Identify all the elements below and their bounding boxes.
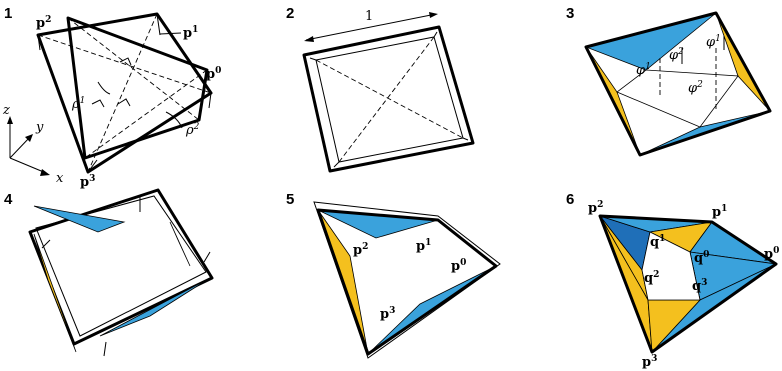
y-axis xyxy=(9,136,31,159)
right-angle-mark xyxy=(117,98,131,107)
label-phi2-b: φ2 xyxy=(688,80,703,96)
blue-flap-bottom xyxy=(99,277,211,337)
panel-3: 3 φ1 φ2 φ1 φ2 xyxy=(566,5,772,157)
label-x: x xyxy=(56,171,64,186)
label-p0: p0 xyxy=(764,246,779,262)
panel-1: 1 p2 p1 p0 p3 ρ1 ρ2 xyxy=(2,5,221,190)
label-rho2: ρ2 xyxy=(185,122,200,138)
arrow xyxy=(37,34,41,51)
outer-outline xyxy=(598,214,778,354)
arrow xyxy=(41,239,51,249)
arrow xyxy=(433,31,438,38)
dimension-label: 1 xyxy=(365,9,373,24)
blue-flap-top xyxy=(33,205,126,233)
label-p2: p2 xyxy=(353,242,368,258)
gold-face-bottom xyxy=(647,299,701,353)
label-phi2-a: φ2 xyxy=(669,47,684,63)
label-p1: p1 xyxy=(183,25,198,41)
label-q0: q0 xyxy=(694,250,709,266)
panel-number-1: 1 xyxy=(4,5,12,22)
label-p3: p3 xyxy=(80,174,95,190)
arrow xyxy=(462,137,469,141)
x-axis xyxy=(9,157,47,174)
panel-5: 5 p2 p1 p0 p3 xyxy=(286,191,501,359)
diagonal xyxy=(37,34,212,94)
arrow xyxy=(156,13,161,36)
label-p3: p3 xyxy=(380,306,395,322)
outer-outline xyxy=(584,11,772,157)
dimension-arrowhead xyxy=(304,36,314,42)
label-p0: p0 xyxy=(451,258,466,274)
label-q3: q3 xyxy=(692,278,707,294)
label-p3: p3 xyxy=(642,354,657,370)
panel-number-2: 2 xyxy=(286,5,294,22)
diagonal xyxy=(315,59,464,139)
inner-outline xyxy=(316,208,498,356)
label-rho1: ρ1 xyxy=(71,96,85,112)
right-angle-mark xyxy=(119,57,132,66)
label-p1: p1 xyxy=(416,238,431,254)
gold-flap-right xyxy=(169,221,191,267)
square-b xyxy=(66,16,209,160)
leader-line xyxy=(159,32,182,35)
label-q1: q1 xyxy=(650,234,665,250)
label-p1: p1 xyxy=(712,204,727,220)
dimension-line xyxy=(305,13,437,41)
inner-outline xyxy=(35,195,207,337)
dimension-arrowhead xyxy=(429,12,438,18)
diagonal xyxy=(87,13,158,173)
panel-4: 4 xyxy=(4,188,214,357)
diagonal xyxy=(338,36,435,163)
diagonal xyxy=(67,17,200,121)
x-arrowhead xyxy=(40,169,50,176)
diagonal xyxy=(84,69,208,159)
label-z: z xyxy=(2,103,10,118)
panel-number-3: 3 xyxy=(566,5,574,22)
panel-number-4: 4 xyxy=(4,191,13,208)
gold-flap-left xyxy=(33,233,77,353)
label-p2: p2 xyxy=(36,15,51,31)
label-phi1-b: φ1 xyxy=(706,34,721,50)
axes: z y x xyxy=(2,103,64,186)
panel-number-6: 6 xyxy=(566,191,574,208)
arrow xyxy=(208,92,212,109)
white-center xyxy=(641,231,701,301)
panel-6: 6 p2 p1 p0 p3 q1 q0 q2 q3 xyxy=(566,191,779,370)
arrow xyxy=(309,57,317,61)
right-angle-mark xyxy=(91,99,105,108)
arrow xyxy=(103,341,107,357)
panel-2: 2 1 xyxy=(286,5,475,173)
inner-quad xyxy=(616,69,739,128)
arrow xyxy=(87,159,98,173)
label-q2: q2 xyxy=(644,270,659,286)
y-arrowhead xyxy=(25,134,33,142)
label-p2: p2 xyxy=(588,200,603,216)
panel-number-5: 5 xyxy=(286,191,294,208)
label-p0: p0 xyxy=(206,66,221,82)
rho-arc xyxy=(165,111,183,129)
z-arrowhead xyxy=(7,116,13,124)
label-y: y xyxy=(35,120,44,135)
label-phi1-a: φ1 xyxy=(636,62,651,78)
rho-arc xyxy=(97,81,111,95)
arrow xyxy=(333,161,340,168)
arrow xyxy=(203,251,211,263)
outer-square xyxy=(302,25,475,173)
